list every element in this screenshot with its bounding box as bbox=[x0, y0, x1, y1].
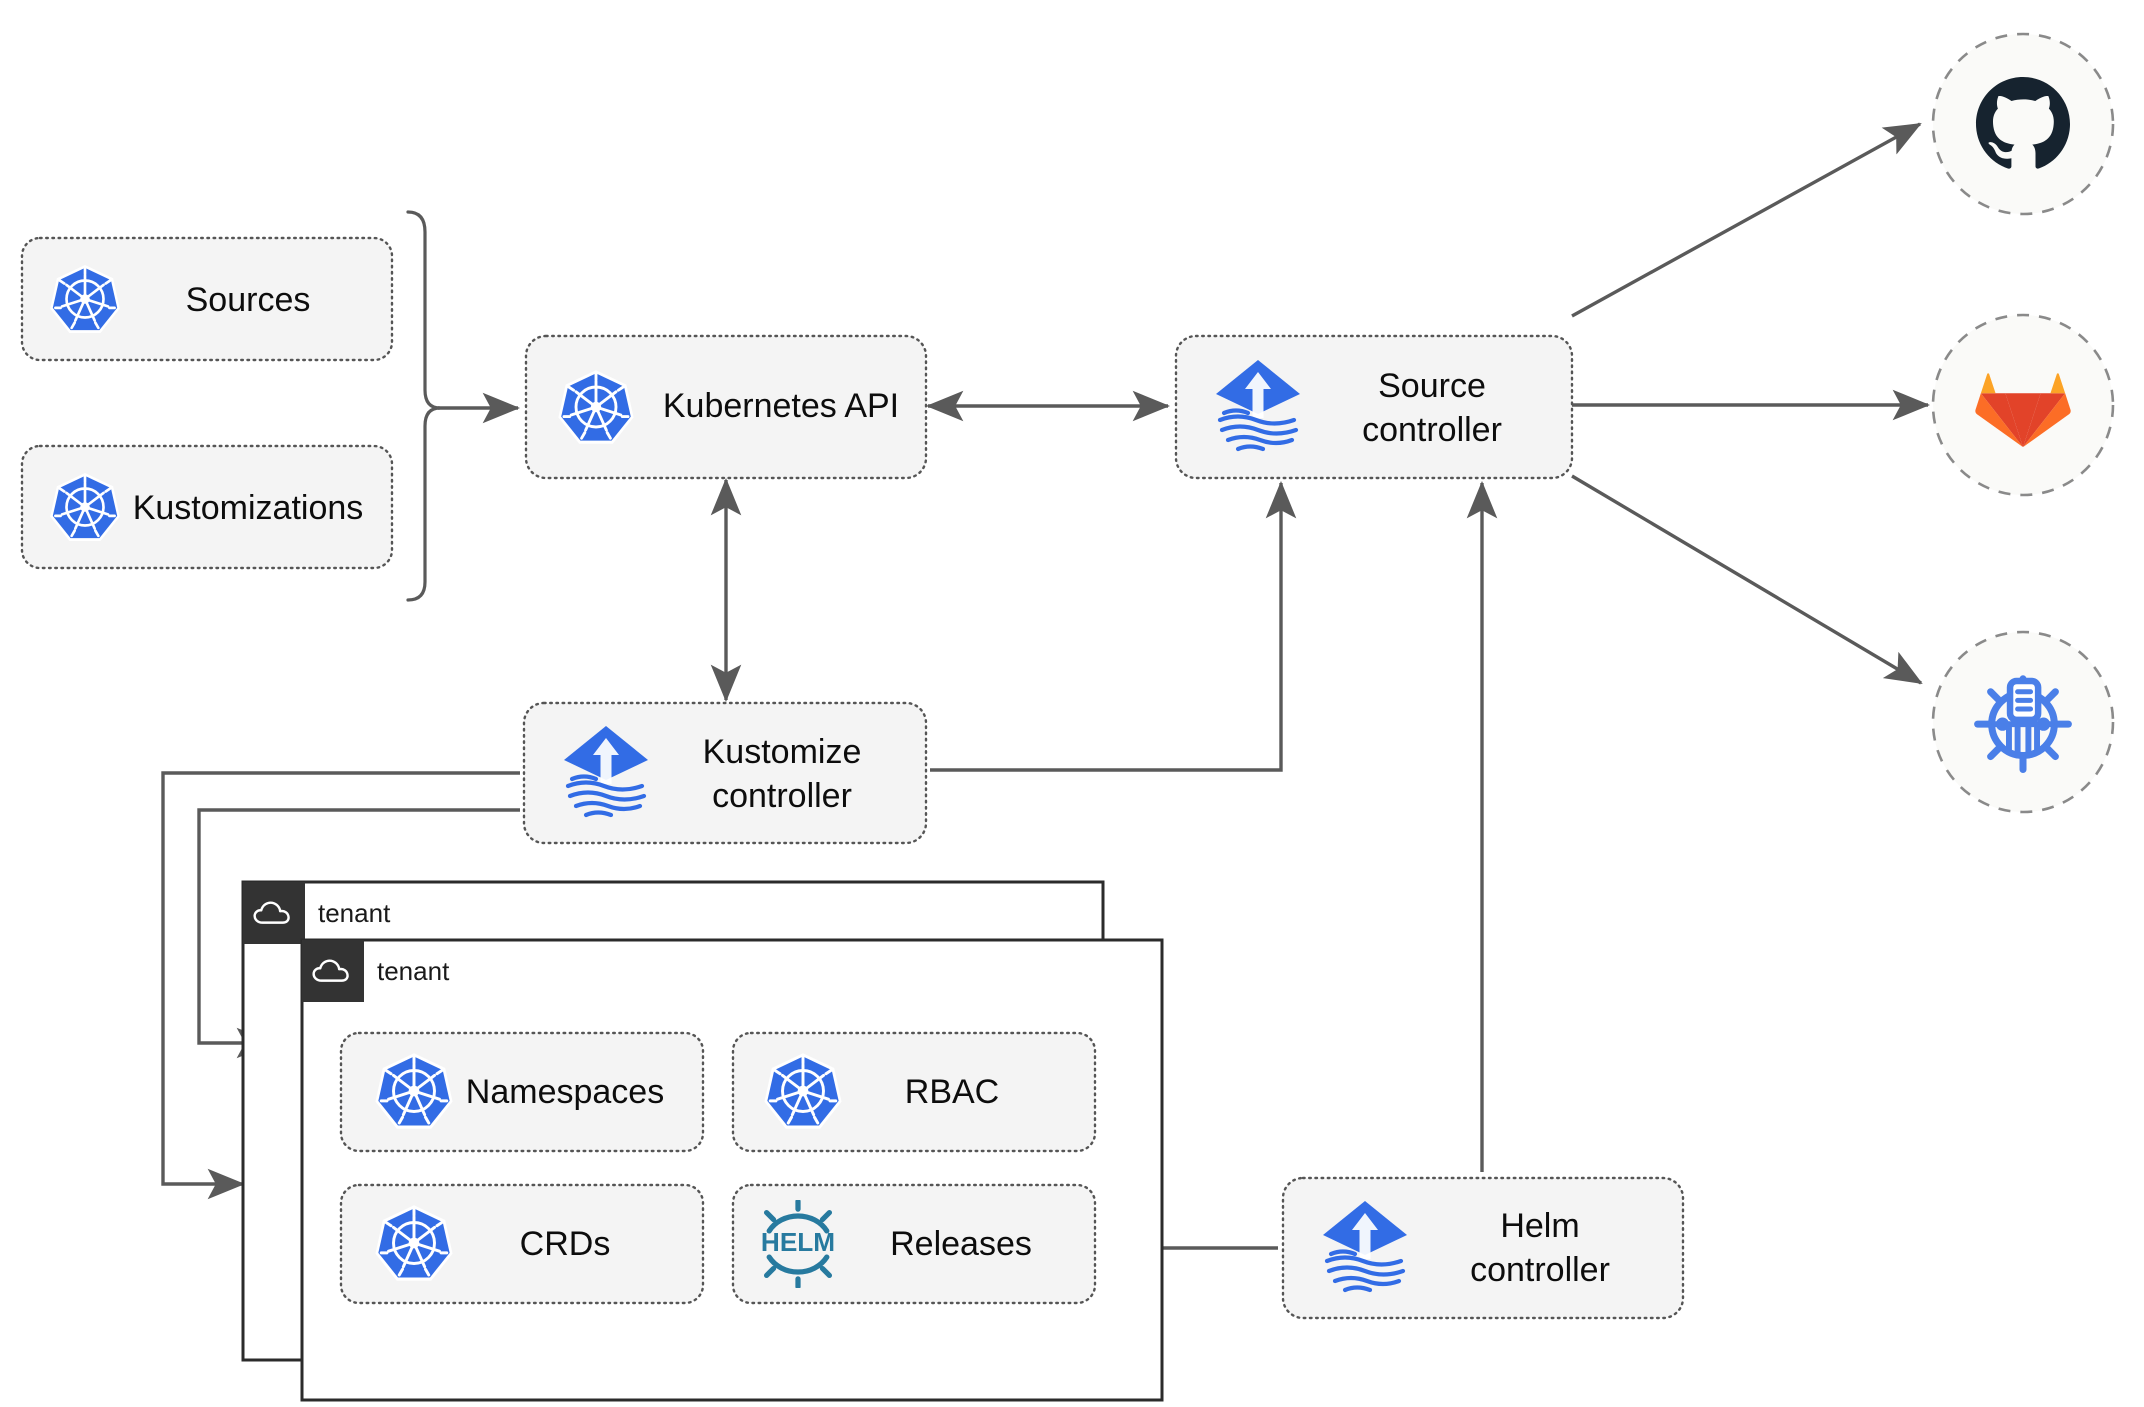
tenant-resource-namespaces[interactable]: Namespaces bbox=[339, 1031, 705, 1153]
node-helm-controller[interactable]: Helm controller bbox=[1281, 1176, 1685, 1320]
tenant-resource-label-namespaces: Namespaces bbox=[466, 1073, 664, 1111]
node-label-helm-controller-line2: controller bbox=[1470, 1251, 1610, 1289]
tenant-resource-label-crds: CRDs bbox=[520, 1225, 611, 1263]
connectors bbox=[161, 122, 1931, 1264]
node-kustomize-controller[interactable]: Kustomize controller bbox=[522, 701, 928, 845]
edge-kustomize-to-tenant-back bbox=[161, 771, 520, 1200]
provider-github[interactable] bbox=[1931, 32, 2115, 216]
provider-gitlab[interactable] bbox=[1931, 313, 2115, 497]
resource-label-kustomizations: Kustomizations bbox=[133, 489, 364, 527]
node-label-kubernetes-api: Kubernetes API bbox=[663, 387, 899, 425]
resource-sources[interactable]: Sources bbox=[20, 236, 394, 362]
resource-label-sources: Sources bbox=[186, 281, 311, 319]
node-label-kustomize-controller-line1: Kustomize bbox=[703, 733, 862, 771]
node-source-controller[interactable]: Source controller bbox=[1174, 334, 1574, 480]
node-label-source-controller-line2: controller bbox=[1362, 411, 1502, 449]
node-label-helm-controller-line1: Helm bbox=[1500, 1207, 1579, 1245]
tenant-resource-releases[interactable]: Releases bbox=[731, 1183, 1097, 1305]
node-label-kustomize-controller-line2: controller bbox=[712, 777, 852, 815]
provider-helm-repo[interactable] bbox=[1931, 630, 2115, 814]
tenant-front[interactable]: tenant bbox=[300, 938, 1164, 1402]
tenant-resource-label-rbac: RBAC bbox=[905, 1073, 999, 1111]
group-brace bbox=[406, 210, 441, 602]
tenant-front-label: tenant bbox=[377, 956, 450, 986]
tenant-back-label: tenant bbox=[318, 898, 391, 928]
edge-source-to-helmrepo bbox=[1571, 474, 1923, 685]
edge-kustomize-to-tenant-front bbox=[197, 808, 520, 1059]
helm-repo-icon bbox=[1978, 679, 2069, 770]
resource-kustomizations[interactable]: Kustomizations bbox=[20, 444, 394, 570]
edge-kustomize-to-source bbox=[930, 480, 1297, 772]
node-label-source-controller-line1: Source bbox=[1378, 367, 1486, 405]
edge-source-to-github bbox=[1571, 122, 1922, 318]
node-kubernetes-api[interactable]: Kubernetes API bbox=[524, 334, 928, 480]
tenant-resource-crds[interactable]: CRDs bbox=[339, 1183, 705, 1305]
tenant-resource-label-releases: Releases bbox=[890, 1225, 1032, 1263]
tenant-resource-rbac[interactable]: RBAC bbox=[731, 1031, 1097, 1153]
